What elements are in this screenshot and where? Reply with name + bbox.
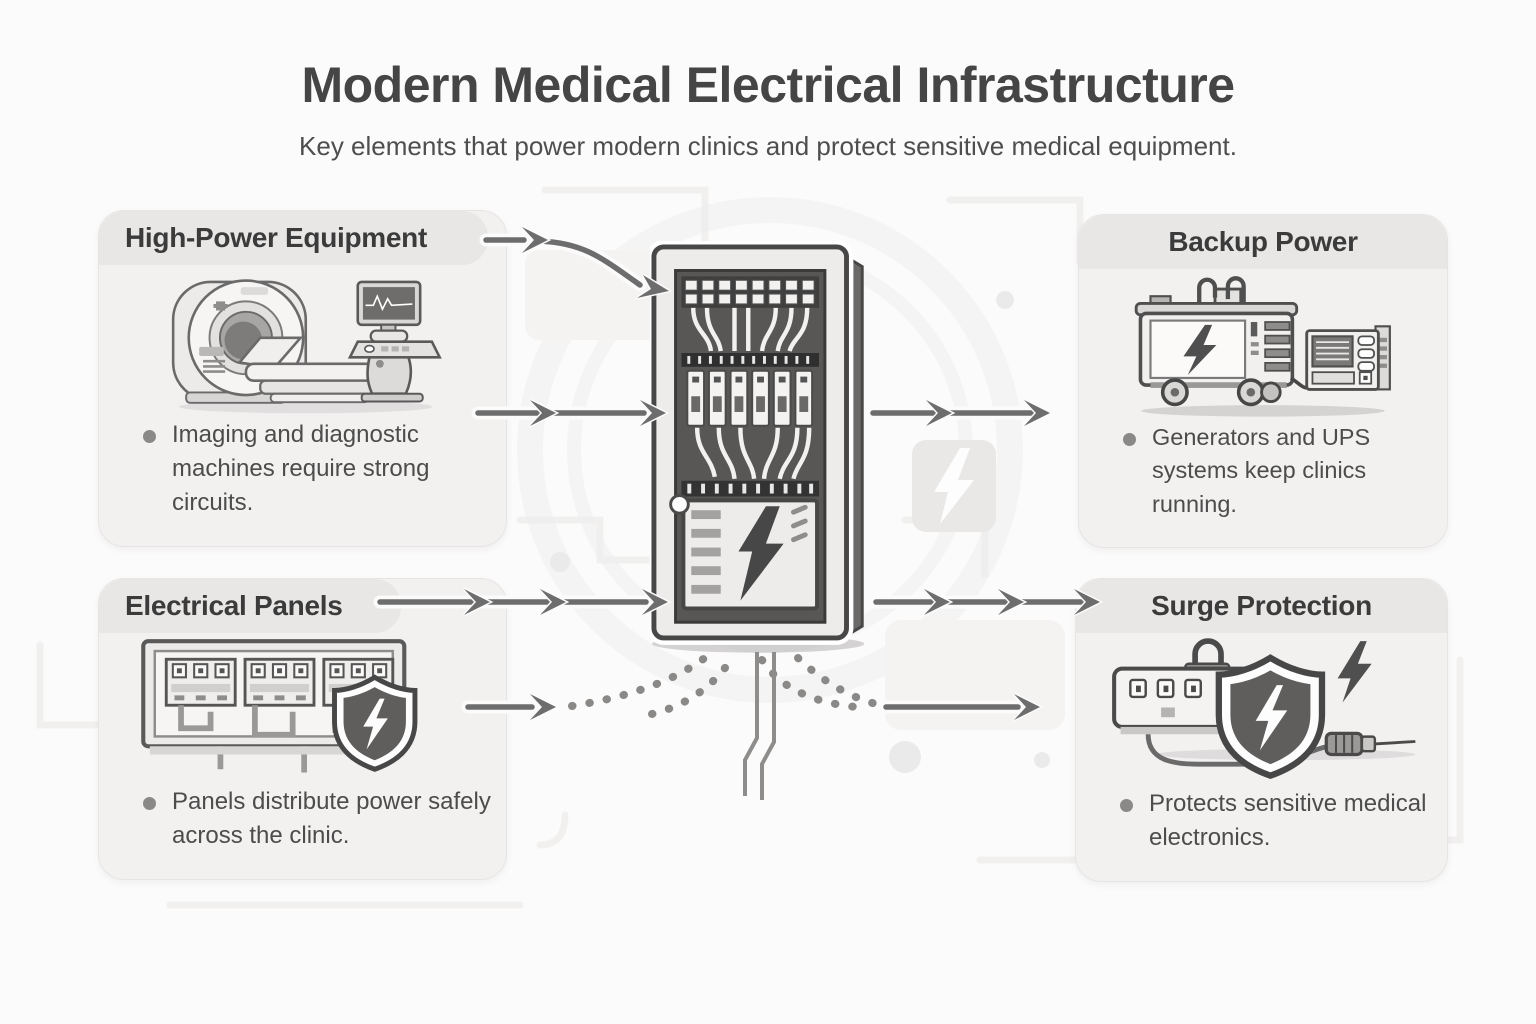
- card-surge-protection: Surge Protection: [1075, 578, 1448, 882]
- bullet-dot: [1123, 432, 1136, 446]
- electrical-distribution-cabinet-icon: [647, 240, 876, 655]
- card-electrical-panels: Electrical Panels: [98, 578, 507, 880]
- bullet-text: Generators and UPS systems keep clinics …: [1152, 423, 1371, 517]
- page-title: Modern Medical Electrical Infrastructure: [301, 57, 1235, 113]
- electrical-panels-bullet: Panels distribute power safely across th…: [99, 785, 506, 879]
- surge-protection-illustration: [1076, 633, 1447, 787]
- card-header-electrical-panels: Electrical Panels: [99, 579, 401, 633]
- bullet-text: Panels distribute power safely across th…: [172, 787, 491, 849]
- high-power-illustration: [99, 265, 506, 418]
- lightning-bolt-icon: [738, 506, 784, 601]
- bullet-dot: [143, 429, 156, 443]
- backup-power-illustration: [1079, 269, 1447, 421]
- card-header-backup-power: Backup Power: [1079, 215, 1447, 269]
- card-backup-power: Backup Power: [1078, 214, 1448, 548]
- portable-generator-icon: [1134, 276, 1299, 407]
- card-header-surge-protection: Surge Protection: [1076, 579, 1447, 633]
- page-subtitle: Key elements that power modern clinics a…: [299, 131, 1237, 161]
- card-title: High-Power Equipment: [125, 222, 428, 253]
- shield-bolt-icon: [1219, 658, 1322, 776]
- surge-protection-bullet: Protects sensitive medical electronics.: [1076, 787, 1447, 881]
- backup-power-bullet: Generators and UPS systems keep clinics …: [1079, 421, 1447, 547]
- card-title: Surge Protection: [1151, 590, 1372, 621]
- mri-scanner-icon: [171, 279, 379, 404]
- shield-bolt-icon: [335, 677, 415, 769]
- lightning-bolt-icon: [1337, 641, 1372, 703]
- card-title: Backup Power: [1168, 226, 1358, 257]
- bullet-text: Protects sensitive medical electronics.: [1149, 789, 1427, 851]
- connector-probe-icon: [1253, 731, 1416, 767]
- diagnostic-console-icon: [347, 280, 442, 403]
- card-header-high-power: High-Power Equipment: [99, 211, 488, 265]
- electrical-panels-illustration: [99, 633, 506, 785]
- bullet-text: Imaging and diagnostic machines require …: [172, 420, 430, 516]
- bullet-dot: [143, 796, 156, 810]
- ups-unit-icon: [1289, 325, 1391, 391]
- bullet-dot: [1120, 798, 1133, 812]
- high-power-bullet: Imaging and diagnostic machines require …: [99, 418, 506, 546]
- card-high-power-equipment: High-Power Equipment: [98, 210, 507, 547]
- card-title: Electrical Panels: [125, 590, 343, 621]
- faded-lightning-bolt-icon: [912, 440, 996, 532]
